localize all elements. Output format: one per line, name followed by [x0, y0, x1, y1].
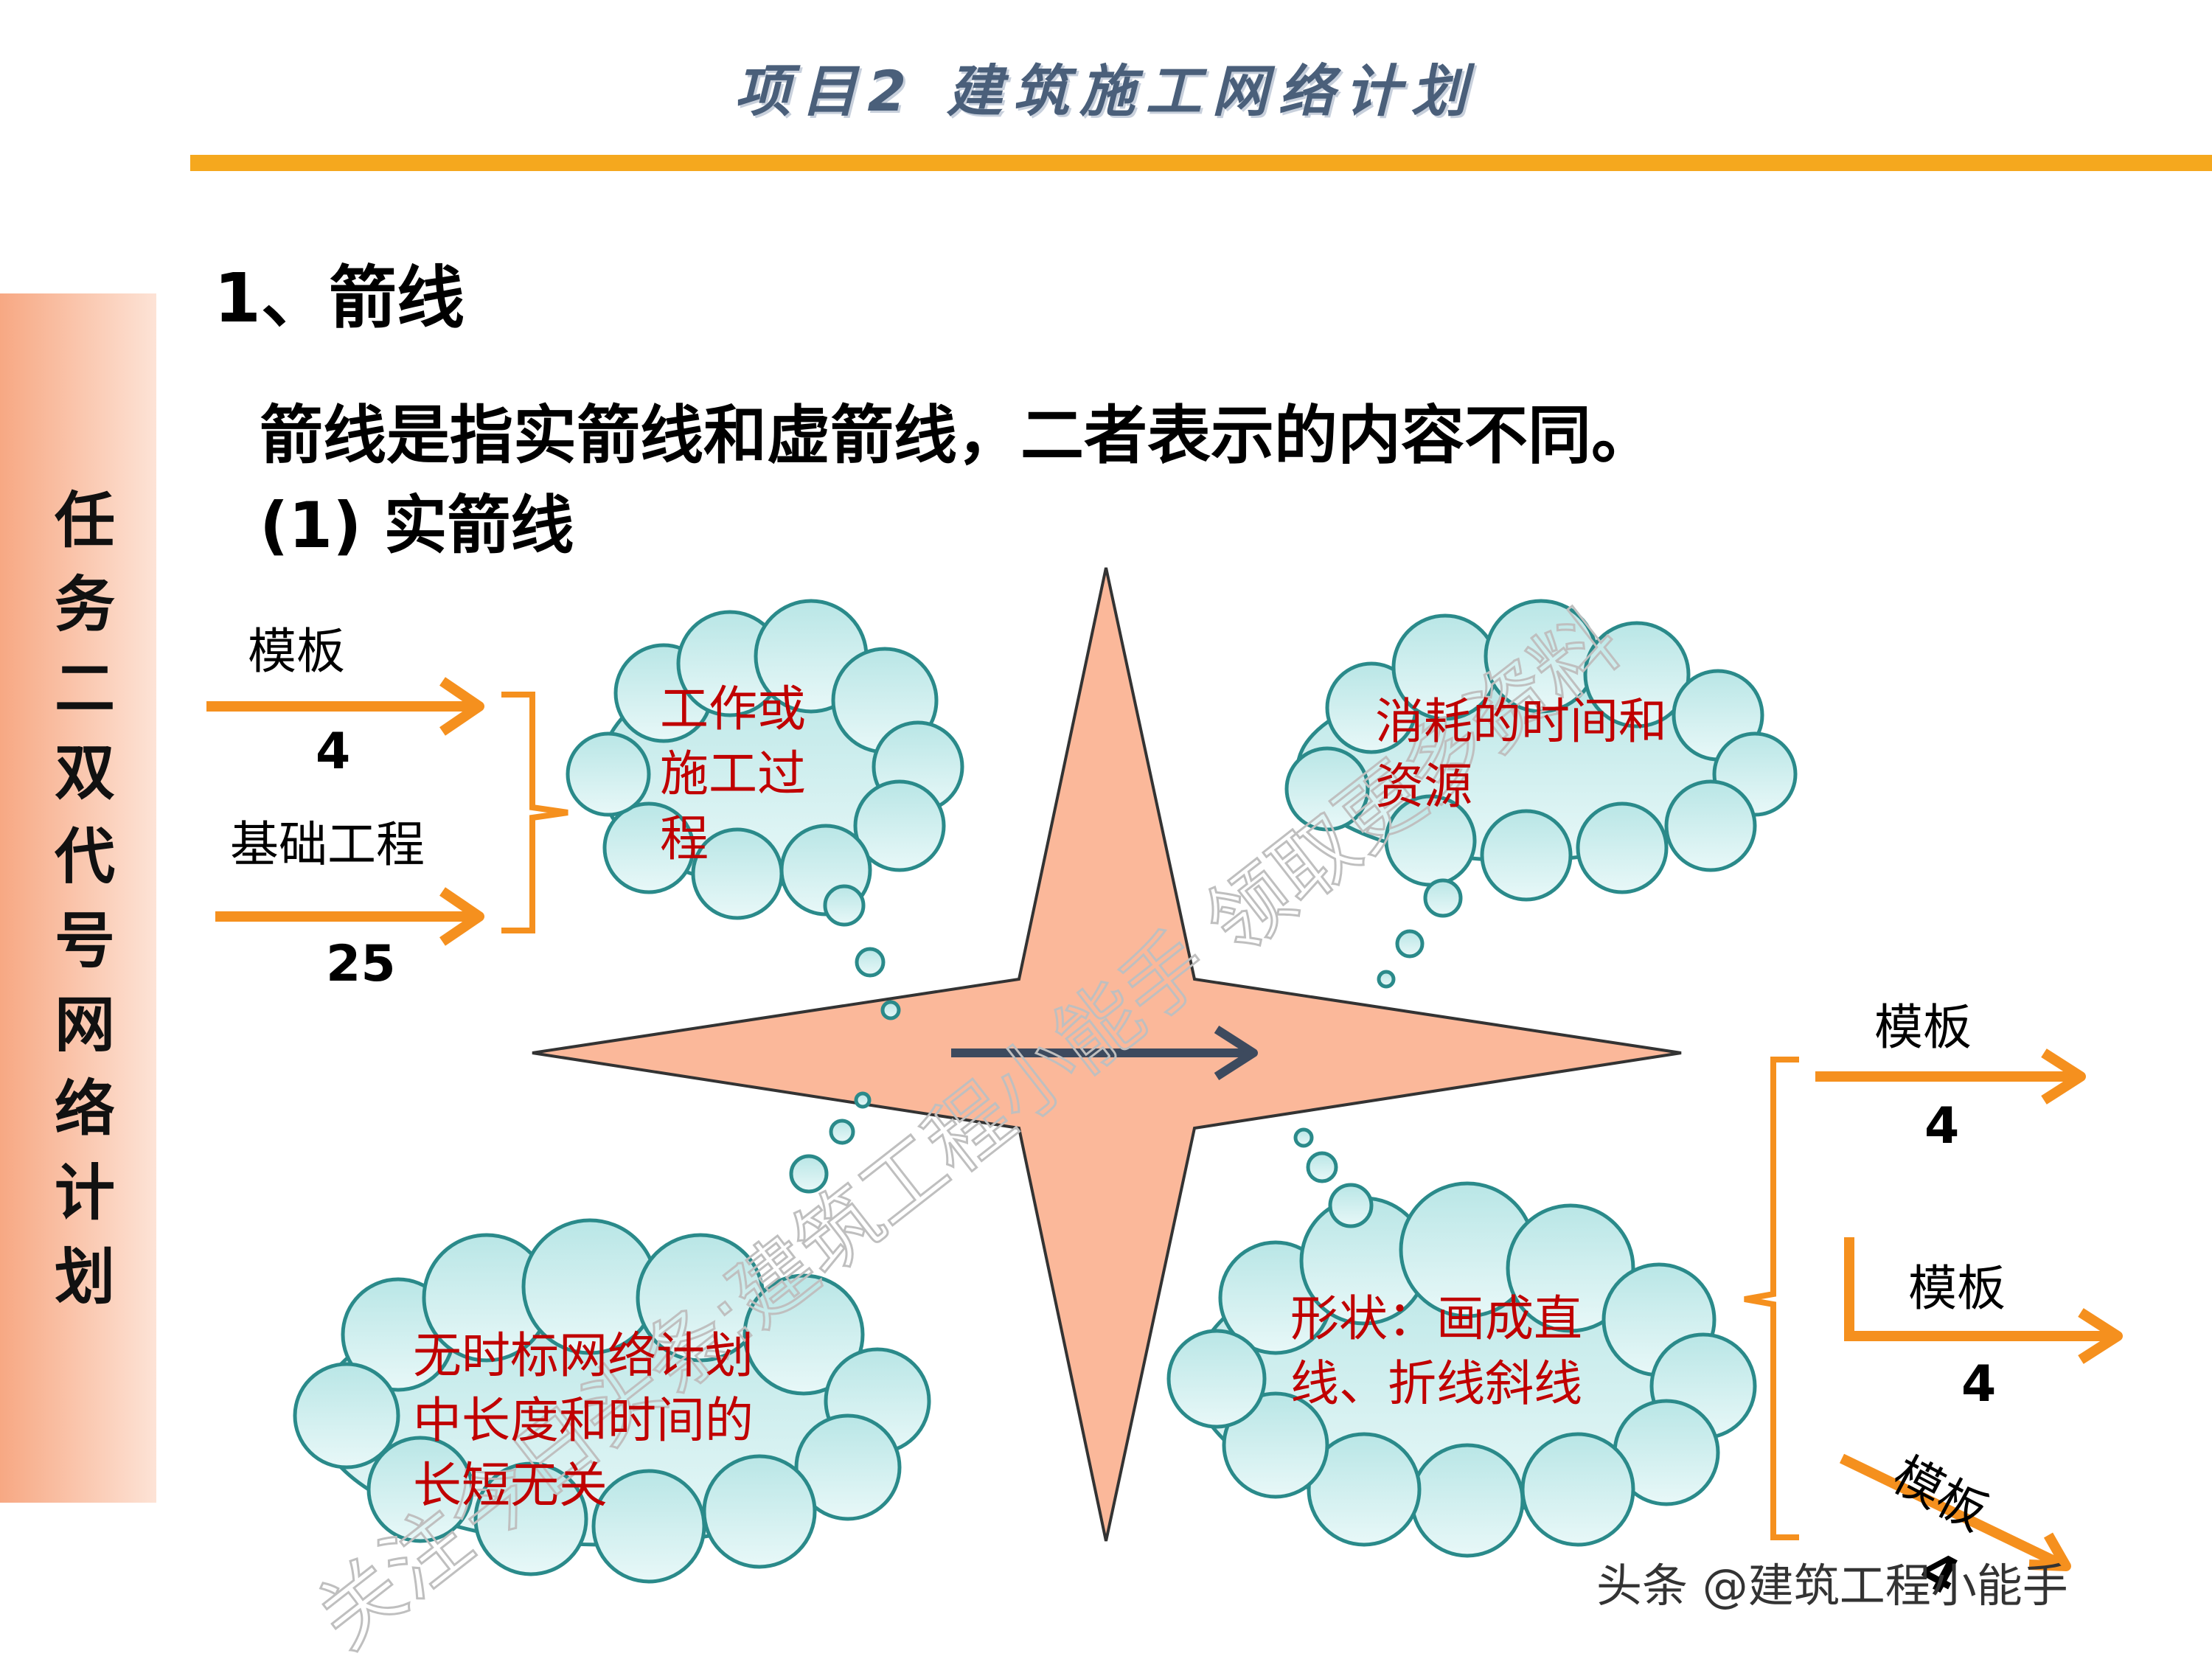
cloud-bottom-right-text: 形状：画成直线、折线斜线	[1290, 1290, 1582, 1412]
right-bent-label: 模板	[1908, 1260, 2006, 1317]
cloud-bottom-right	[1166, 1127, 1757, 1558]
sidebar	[0, 293, 156, 1503]
right-bent-value: 4	[1961, 1355, 1997, 1413]
left-arrow-2-label: 基础工程	[230, 816, 425, 873]
left-arrow-1-value: 4	[316, 723, 351, 781]
right-oblique-arrow	[1839, 1453, 2071, 1571]
center-arrow	[951, 1025, 1258, 1081]
cloud-top-right-text: 消耗的时间和资源	[1375, 693, 1667, 815]
intro-text: 箭线是指实箭线和虚箭线，二者表示的内容不同。	[260, 399, 1655, 473]
left-brace	[501, 692, 568, 933]
section-heading: 1、箭线	[214, 259, 465, 338]
right-straight-label: 模板	[1874, 999, 1972, 1056]
left-arrow-2-value: 25	[326, 935, 396, 993]
header-rule	[190, 155, 2212, 171]
right-bent-arrow	[1844, 1237, 2123, 1364]
page-title: 项目2 建筑施工网络计划	[734, 58, 1478, 124]
right-brace	[1744, 1057, 1799, 1540]
left-arrow-1	[206, 677, 484, 736]
left-arrow-1-label: 模板	[248, 623, 345, 680]
sidebar-text: 任务二 双代号网络计划	[54, 486, 115, 1312]
right-straight-value: 4	[1924, 1097, 1960, 1155]
cloud-top-left	[566, 599, 964, 1020]
cloud-bottom-left-text: 无时标网络计划中长度和时间的长短无关	[413, 1327, 754, 1514]
left-arrow-2	[215, 887, 484, 946]
cloud-top-left-text: 工作或施工过程	[660, 681, 806, 867]
sub-heading: (1) 实箭线	[260, 489, 574, 563]
footer-watermark: 头条 @建筑工程小能手	[1596, 1559, 2068, 1613]
cloud-top-right	[1284, 599, 1798, 989]
right-straight-arrow	[1815, 1048, 2086, 1105]
cloud-bottom-left	[293, 1091, 931, 1584]
